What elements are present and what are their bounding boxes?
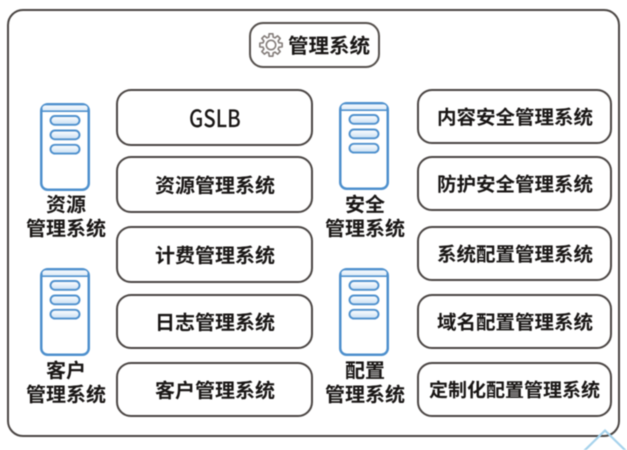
box-label: 防护安全管理系统	[437, 174, 593, 194]
box-label-glyphs	[437, 312, 592, 331]
icon-label-line2-glyphs	[26, 218, 106, 238]
box-label: 系统配置管理系统	[437, 244, 593, 264]
icon-label-line1-glyphs	[345, 361, 385, 380]
box-label-glyphs	[438, 107, 592, 126]
box-label: 日志管理系统	[155, 311, 275, 332]
icon-label-line2-glyphs	[325, 384, 405, 404]
box-计费管理系统: 计费管理系统	[116, 226, 313, 283]
icon-label-line1-glyphs	[346, 194, 385, 214]
title-label-glyphs	[288, 35, 370, 55]
box-label-glyphs	[155, 174, 274, 194]
icon-label-line1-glyphs	[46, 194, 86, 214]
icon-label-line1: 安全	[345, 194, 385, 214]
box-label-glyphs	[437, 244, 592, 263]
box-label: GSLB	[189, 106, 241, 130]
box-label: 计费管理系统	[155, 244, 275, 265]
box-域名配置管理系统: 域名配置管理系统	[417, 294, 612, 349]
icon-label-line1-glyphs	[46, 360, 84, 380]
icon-label-line2-glyphs	[26, 384, 106, 404]
box-label-glyphs	[157, 311, 274, 331]
icon-label-line2: 管理系统	[325, 384, 405, 404]
icon-label-line1: 配置	[345, 360, 385, 380]
icon-node-label: 资源 管理系统	[18, 192, 114, 240]
icon-label-line2-glyphs	[325, 218, 405, 238]
box-label-glyphs	[429, 380, 600, 399]
server-icon	[40, 268, 90, 356]
title-label: 管理系统	[288, 35, 370, 56]
box-系统配置管理系统: 系统配置管理系统	[417, 226, 612, 281]
box-label: 资源管理系统	[155, 174, 275, 195]
icon-label-line2: 管理系统	[26, 384, 106, 404]
box-资源管理系统: 资源管理系统	[116, 156, 313, 213]
box-label-glyphs	[155, 379, 274, 400]
icon-node-label: 客户 管理系统	[18, 358, 114, 406]
box-label: 客户管理系统	[155, 379, 275, 400]
icon-label-line1: 资源	[46, 194, 86, 214]
icon-label-line1: 客户	[46, 360, 86, 380]
box-防护安全管理系统: 防护安全管理系统	[417, 156, 612, 211]
box-label-glyphs	[155, 244, 274, 264]
box-内容安全管理系统: 内容安全管理系统	[417, 89, 612, 144]
box-定制化配置管理系统: 定制化配置管理系统	[417, 362, 612, 417]
server-icon	[40, 103, 90, 191]
box-label: 域名配置管理系统	[437, 312, 593, 332]
icon-label-line2: 管理系统	[26, 218, 106, 238]
server-icon	[339, 102, 389, 190]
box-日志管理系统: 日志管理系统	[116, 294, 313, 349]
box-GSLB: GSLB	[116, 89, 313, 146]
box-label-glyphs	[189, 108, 240, 127]
management-system-node: 管理系统	[249, 22, 380, 68]
box-label: 定制化配置管理系统	[429, 380, 600, 399]
gear-icon	[259, 33, 283, 57]
icon-label-line2: 管理系统	[325, 218, 405, 238]
server-icon	[339, 268, 389, 356]
icon-node-label: 安全 管理系统	[317, 192, 413, 240]
box-label: 内容安全管理系统	[437, 107, 593, 127]
box-label-glyphs	[437, 174, 592, 193]
box-客户管理系统: 客户管理系统	[116, 362, 313, 417]
icon-node-label: 配置 管理系统	[317, 358, 413, 406]
